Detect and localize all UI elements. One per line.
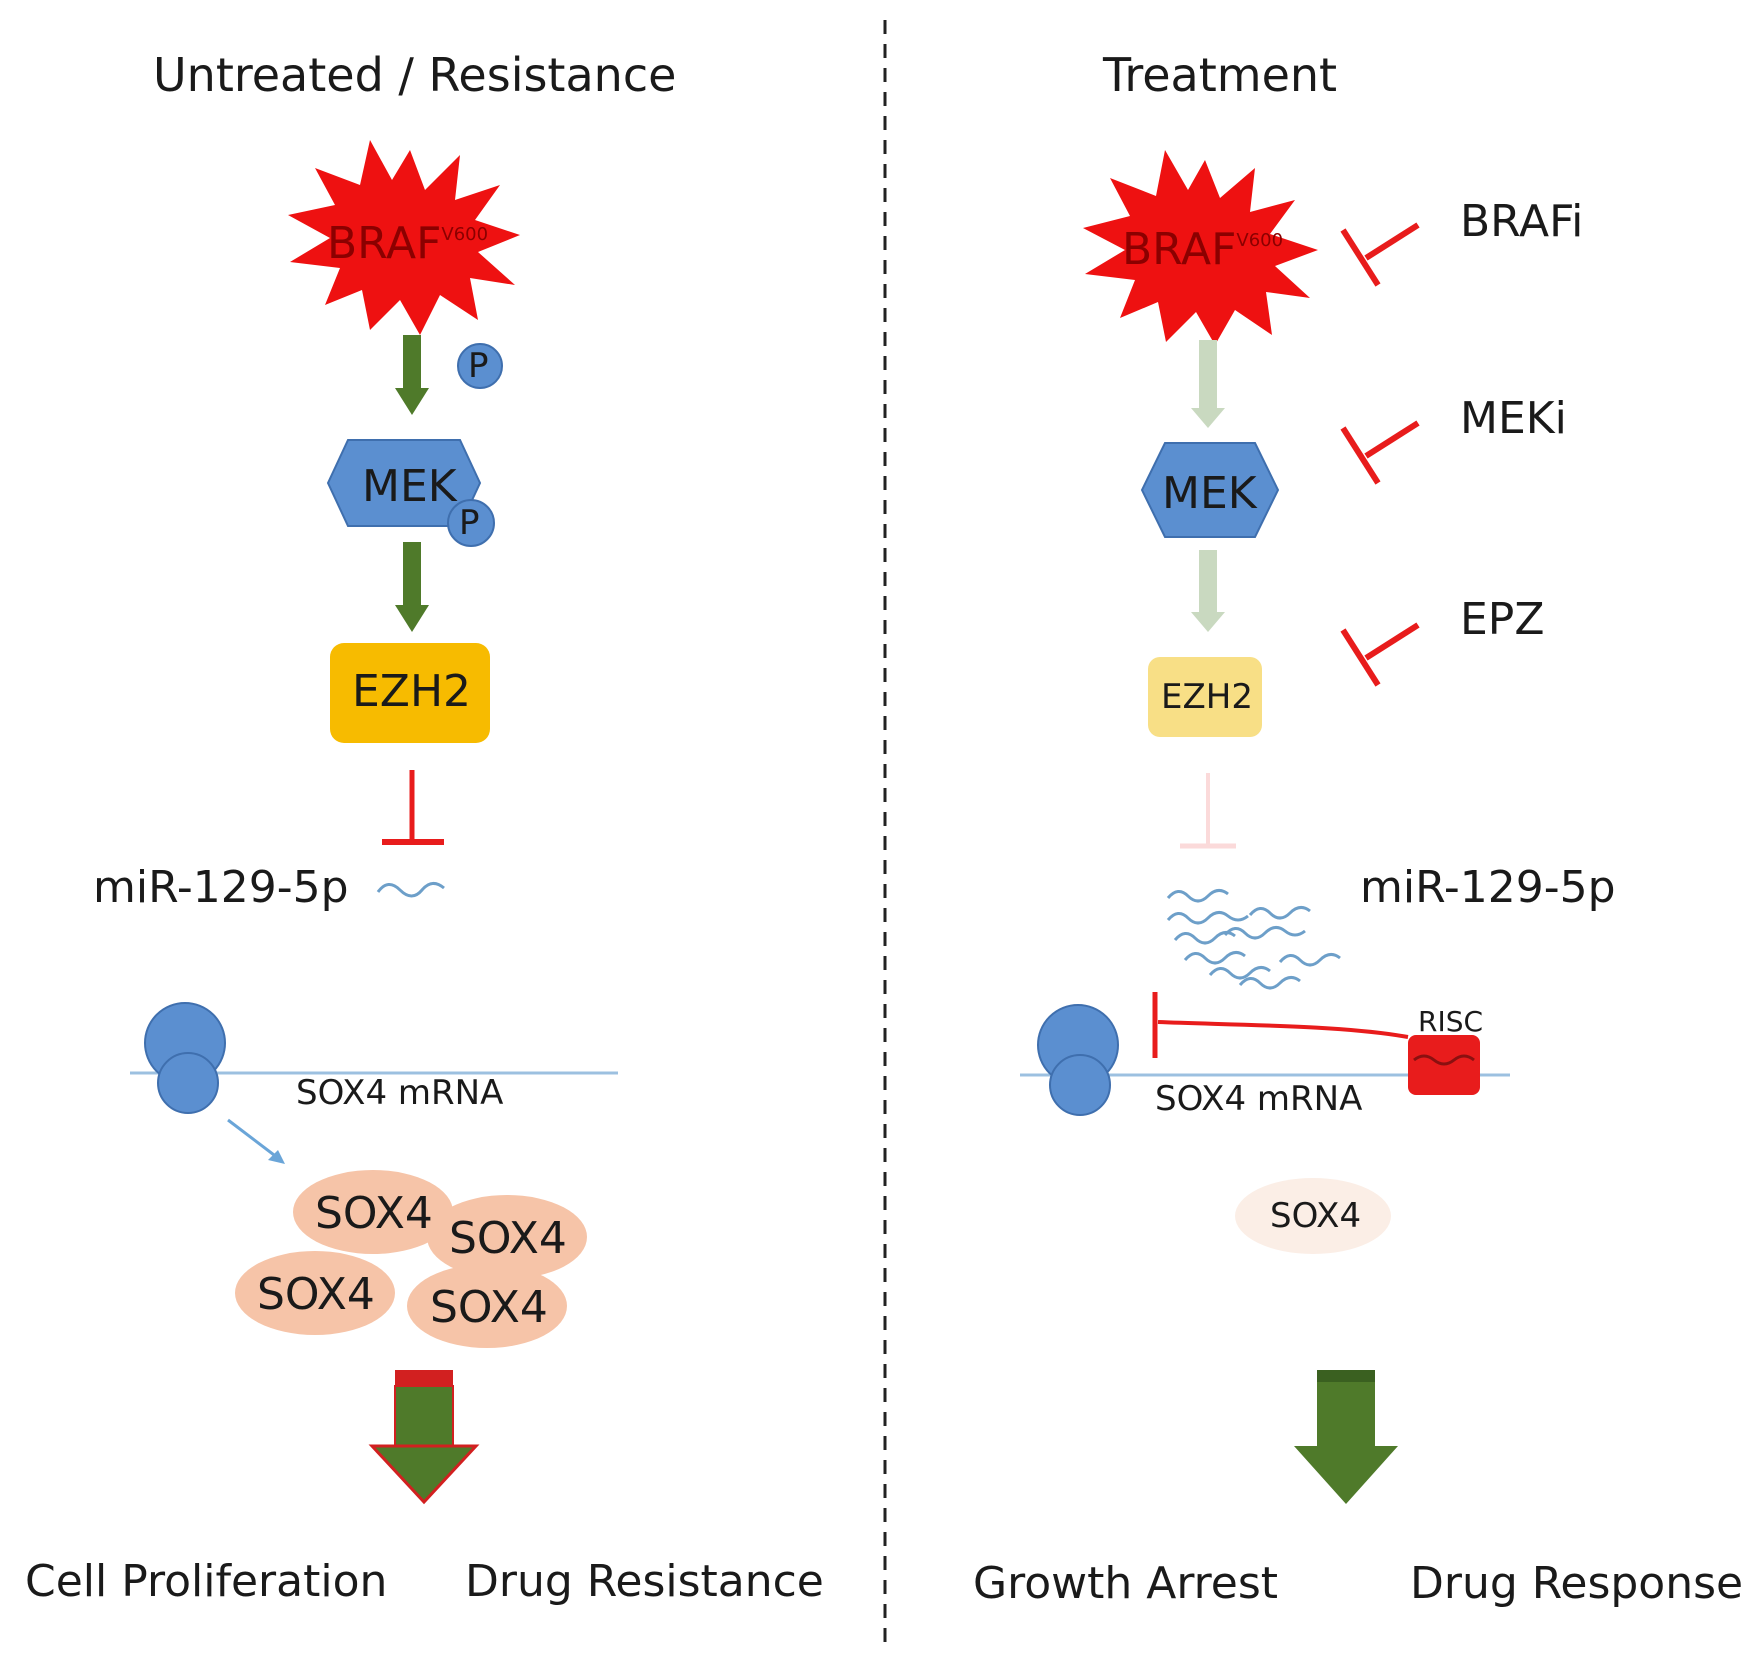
braf-label-right: BRAFV600 xyxy=(1122,228,1283,272)
braf-sup-left: V600 xyxy=(441,224,489,245)
outcome-label-left-1: Cell Proliferation xyxy=(25,1556,388,1607)
ribosome-small-right xyxy=(1049,1054,1111,1116)
right-panel-title: Treatment xyxy=(1103,48,1338,102)
translation-arrow-head-left xyxy=(268,1150,285,1164)
ezh2-label-right: EZH2 xyxy=(1161,677,1253,717)
phospho-label-left-2: P xyxy=(459,503,480,543)
ezh2-box-left xyxy=(330,643,490,743)
sox4-ellipse-left-2 xyxy=(427,1195,587,1279)
outcome-label-left-2: Drug Resistance xyxy=(465,1556,824,1607)
left-panel-title: Untreated / Resistance xyxy=(153,48,677,102)
inhibit-braf-bar xyxy=(1340,228,1381,287)
inhibitor-label-brafi: BRAFi xyxy=(1460,196,1584,247)
phospho-label-left-1: P xyxy=(468,346,489,386)
arrow-shaft-right-2 xyxy=(1199,550,1217,615)
sox4-label-left-2: SOX4 xyxy=(449,1213,567,1264)
translation-arrow-left xyxy=(227,1118,279,1160)
risc-squiggle xyxy=(1413,1054,1475,1066)
arrow-shaft-left-1 xyxy=(403,335,421,390)
risc-label: RISC xyxy=(1418,1005,1484,1038)
outcome-arrow-head-right xyxy=(1294,1446,1398,1504)
sox4-label-left-1: SOX4 xyxy=(315,1188,433,1239)
arrow-head-left-2 xyxy=(395,605,429,632)
sox4-ellipse-left-3 xyxy=(235,1251,395,1335)
mrna-label-left: SOX4 mRNA xyxy=(296,1073,504,1113)
outcome-label-right-2: Drug Response xyxy=(1410,1558,1744,1609)
inhibit-epz-bar xyxy=(1340,628,1381,687)
arrow-shaft-right-1 xyxy=(1199,340,1217,410)
mek-label-left: MEK xyxy=(362,461,457,512)
ribosome-small-left xyxy=(157,1052,219,1114)
inhibit-epz-stem xyxy=(1364,622,1420,661)
sox4-ellipse-left-4 xyxy=(407,1264,567,1348)
ezh2-box-right xyxy=(1148,657,1262,737)
mir-squiggles-right xyxy=(1166,889,1341,990)
phospho-circle-left-2 xyxy=(447,499,495,547)
sox4-label-left-3: SOX4 xyxy=(257,1269,375,1320)
mir-label-left: miR-129-5p xyxy=(93,862,349,913)
inhibit-mek-bar xyxy=(1340,426,1381,485)
outcome-arrow-cap-right xyxy=(1317,1370,1375,1384)
braf-starburst-right xyxy=(1083,150,1318,345)
braf-sup-right: V600 xyxy=(1236,230,1284,251)
outcome-arrow-shaft-right xyxy=(1317,1382,1375,1446)
arrow-head-left-1 xyxy=(395,388,429,415)
sox4-label-right: SOX4 xyxy=(1270,1196,1362,1236)
braf-starburst-left xyxy=(288,140,520,335)
inhibit-braf-stem xyxy=(1364,222,1420,261)
braf-label-left: BRAFV600 xyxy=(327,222,488,266)
mir-squiggle-left xyxy=(376,882,445,898)
braf-label-right-text: BRAF xyxy=(1122,224,1237,275)
arrow-shaft-left-2 xyxy=(403,542,421,607)
mek-label-right: MEK xyxy=(1162,468,1257,519)
outcome-arrow-shaft-left xyxy=(394,1385,454,1447)
risc-inhibit-line xyxy=(1157,1020,1409,1039)
inhibitor-label-meki: MEKi xyxy=(1460,393,1567,444)
ezh2-label-left: EZH2 xyxy=(352,666,472,717)
outcome-label-right-1: Growth Arrest xyxy=(973,1558,1279,1609)
mrna-label-right: SOX4 mRNA xyxy=(1155,1079,1363,1119)
sox4-label-left-4: SOX4 xyxy=(430,1282,548,1333)
braf-label-left-text: BRAF xyxy=(327,218,442,269)
arrow-head-right-1 xyxy=(1191,408,1225,428)
inhibit-mek-stem xyxy=(1364,420,1420,459)
inhibitor-label-epz: EPZ xyxy=(1460,594,1545,645)
sox4-ellipse-left-1 xyxy=(293,1170,453,1254)
phospho-circle-left-1 xyxy=(457,343,503,389)
outcome-arrow-cap-left xyxy=(395,1370,453,1388)
sox4-ellipse-right xyxy=(1235,1178,1391,1254)
mek-hexagon-right xyxy=(1140,442,1280,538)
arrow-head-right-2 xyxy=(1191,612,1225,632)
mir-label-right: miR-129-5p xyxy=(1360,862,1616,913)
outcome-arrow-head-left xyxy=(368,1444,480,1505)
